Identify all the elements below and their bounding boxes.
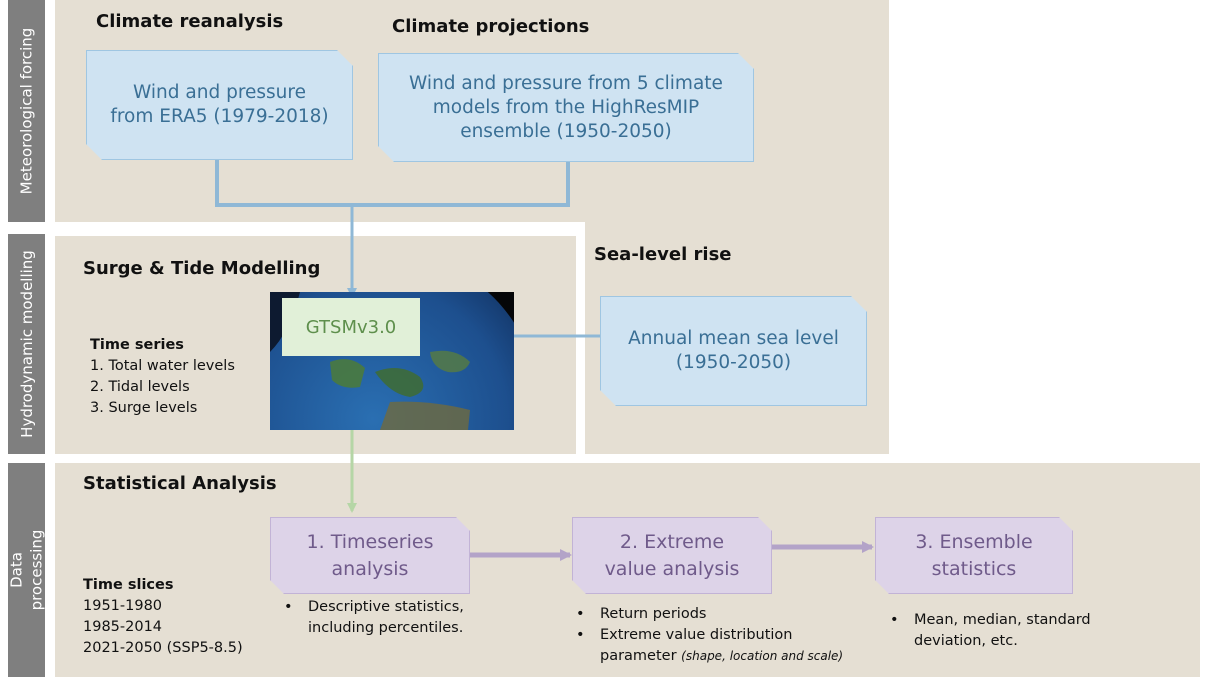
- time-series-item-2: 2. Tidal levels: [90, 379, 190, 395]
- step2-bullet-2: Extreme value distribution parameter (sha…: [572, 625, 843, 667]
- reanalysis-connector: [215, 160, 352, 207]
- surge-tide-title: Surge & Tide Modelling: [83, 258, 321, 279]
- step2-box-text: 2. Extreme value analysis: [604, 530, 740, 580]
- step2-bullet-1-text: Return periods: [600, 606, 707, 622]
- time-series-item-1: 1. Total water levels: [90, 358, 235, 374]
- gtsm-model-label: GTSMv3.0: [305, 316, 397, 338]
- time-slice-3: 2021-2050 (SSP5-8.5): [83, 640, 243, 656]
- step3-bullet: Mean, median, standard deviation, etc.: [886, 610, 1091, 652]
- step1-bullet: Descriptive statistics, including percen…: [280, 597, 464, 639]
- sea-level-box-text: Annual mean sea level (1950-2050): [628, 328, 839, 373]
- step2-bullets: Return periods Extreme value distributio…: [572, 604, 843, 667]
- step2-box: 2. Extreme value analysis: [572, 517, 772, 594]
- side-label-meteorological: Meteorological forcing: [8, 0, 45, 222]
- step2-bullet-2-line1: Extreme value distribution: [600, 627, 793, 643]
- climate-reanalysis-title: Climate reanalysis: [96, 11, 284, 32]
- time-series-title: Time series: [90, 337, 184, 353]
- step3-box: 3. Ensemble statistics: [875, 517, 1073, 594]
- time-slices-title: Time slices: [83, 577, 174, 593]
- gtsm-model-box: GTSMv3.0: [282, 298, 420, 356]
- step3-box-text: 3. Ensemble statistics: [915, 530, 1033, 580]
- sea-level-rise-title: Sea-level rise: [594, 244, 732, 265]
- step1-bullets: Descriptive statistics, including percen…: [280, 597, 464, 639]
- projections-box-text: Wind and pressure from 5 climate models …: [409, 72, 723, 142]
- statistical-analysis-title: Statistical Analysis: [83, 473, 277, 494]
- projections-connector: [352, 160, 570, 207]
- sea-level-box: Annual mean sea level (1950-2050): [600, 296, 867, 406]
- step3-bullets: Mean, median, standard deviation, etc.: [886, 610, 1091, 652]
- step2-bullet-2-line2: parameter: [600, 648, 682, 664]
- time-slice-2: 1985-2014: [83, 619, 163, 635]
- reanalysis-box: Wind and pressure from ERA5 (1979-2018): [86, 50, 353, 160]
- time-series-item-3: 3. Surge levels: [90, 400, 198, 416]
- side-label-hydrodynamic: Hydrodynamic modelling: [8, 234, 45, 454]
- time-slice-1: 1951-1980: [83, 598, 163, 614]
- surge-panel-right-border: [576, 222, 585, 454]
- surge-panel-top-border: [55, 222, 585, 234]
- step3-bullet-text: Mean, median, standard deviation, etc.: [914, 612, 1091, 649]
- step2-bullet-1: Return periods: [572, 604, 843, 625]
- climate-projections-title: Climate projections: [392, 16, 590, 37]
- step1-box-text: 1. Timeseries analysis: [306, 530, 434, 580]
- step1-box: 1. Timeseries analysis: [270, 517, 470, 594]
- step1-bullet-text: Descriptive statistics, including percen…: [308, 599, 464, 636]
- step2-bullet-2-italic: (shape, location and scale): [681, 649, 844, 663]
- reanalysis-box-text: Wind and pressure from ERA5 (1979-2018): [110, 82, 329, 127]
- projections-box: Wind and pressure from 5 climate models …: [378, 53, 754, 162]
